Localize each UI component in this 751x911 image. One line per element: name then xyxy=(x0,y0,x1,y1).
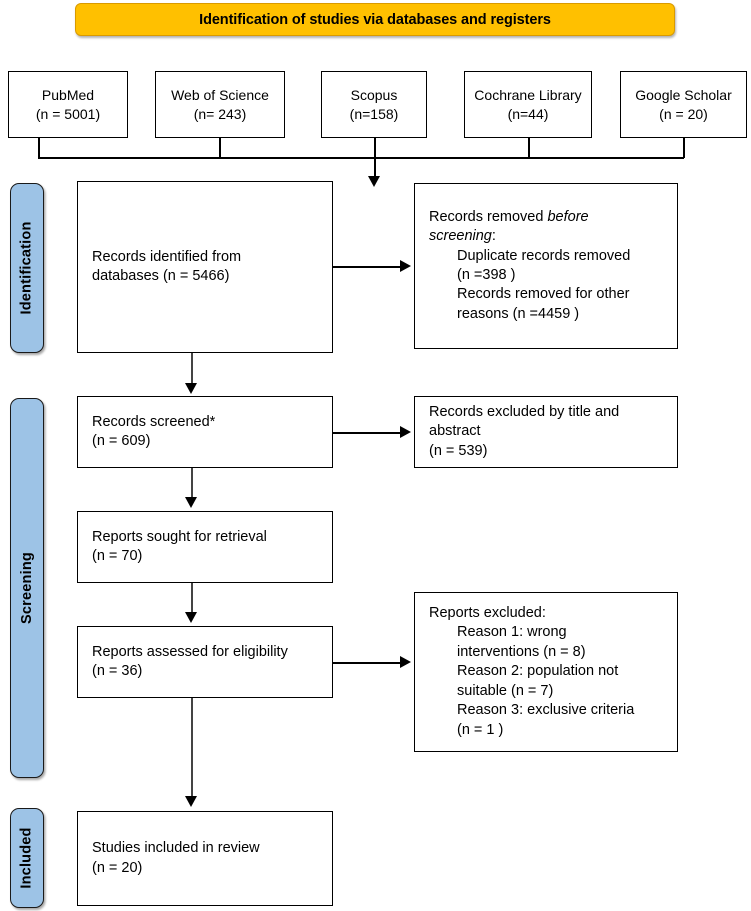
source-name: Scopus xyxy=(350,87,398,104)
box-line-emphasis: before xyxy=(547,208,589,225)
source-box-pubmed: PubMed (n = 5001) xyxy=(8,71,128,138)
box-line: (n = 539) xyxy=(429,442,488,459)
connector-assessed-to-included xyxy=(191,698,193,799)
source-count: (n=158) xyxy=(349,105,399,122)
source-name: Web of Science xyxy=(171,87,269,104)
source-box-google-scholar: Google Scholar (n = 20) xyxy=(620,71,747,138)
box-line: Records identified from xyxy=(92,248,242,265)
box-studies-included-review: Studies included in review (n = 20) xyxy=(77,811,333,906)
connector-stub-cochrane xyxy=(528,138,530,158)
connector-stub-web-of-science xyxy=(219,138,221,158)
box-line: Records screened* xyxy=(92,413,216,430)
box-line: (n = 70) xyxy=(92,548,143,564)
source-box-scopus: Scopus (n=158) xyxy=(321,71,427,138)
arrowhead-to-removed xyxy=(400,260,411,272)
box-line: Studies included in review xyxy=(92,840,260,857)
connector-identified-to-screened xyxy=(191,353,193,385)
box-line-text: : xyxy=(491,228,496,245)
box-line: interventions (n = 8) xyxy=(457,643,586,660)
box-line-emphasis: screening xyxy=(429,228,492,245)
arrowhead-to-reports-excluded xyxy=(400,656,411,668)
stage-label: Identification xyxy=(19,221,35,315)
box-line: (n = 20) xyxy=(92,859,143,876)
source-count: (n= 243) xyxy=(193,105,247,122)
box-line: (n = 36) xyxy=(92,663,143,679)
arrowhead-to-screened xyxy=(185,383,197,394)
diagram-title-text: Identification of studies via databases … xyxy=(199,11,551,28)
box-line-text: Records removed xyxy=(429,208,548,225)
connector-into-identified xyxy=(374,157,376,181)
box-line: Records excluded by title and xyxy=(429,403,620,420)
box-line: suitable (n = 7) xyxy=(457,682,554,699)
box-line: Reason 1: wrong xyxy=(457,624,567,641)
box-line: (n = 1 ) xyxy=(457,721,504,738)
box-line: screening: xyxy=(429,227,669,246)
connector-assessed-to-reports-excluded xyxy=(333,662,401,664)
box-line: databases (n = 5466) xyxy=(92,268,230,284)
source-box-web-of-science: Web of Science (n= 243) xyxy=(155,71,285,138)
box-line: Reason 2: population not xyxy=(457,663,619,680)
source-name: PubMed xyxy=(41,87,95,104)
box-line: (n =398 ) xyxy=(457,267,516,283)
box-records-removed-before-screening: Records removed before screening: Duplic… xyxy=(414,183,678,349)
box-reports-sought-retrieval: Reports sought for retrieval (n = 70) xyxy=(77,511,333,583)
connector-sought-to-assessed xyxy=(191,583,193,615)
box-reports-excluded: Reports excluded: Reason 1: wrong interv… xyxy=(414,592,678,752)
stage-pill-identification: Identification xyxy=(10,183,44,353)
box-records-identified: Records identified from databases (n = 5… xyxy=(77,181,333,353)
box-line: Records removed before xyxy=(429,208,669,227)
connector-stub-google-scholar xyxy=(683,138,685,158)
connector-screened-to-sought xyxy=(191,468,193,500)
stage-pill-screening: Screening xyxy=(10,398,44,778)
connector-screened-to-excluded xyxy=(333,432,401,434)
arrowhead-to-sought-retrieval xyxy=(185,497,197,508)
source-count: (n = 20) xyxy=(659,105,708,122)
arrowhead-into-identified xyxy=(368,176,380,187)
stage-label: Included xyxy=(19,827,35,889)
box-records-excluded-title-abstract: Records excluded by title and abstract (… xyxy=(414,396,678,468)
box-line: reasons (n =4459 ) xyxy=(457,305,580,322)
box-line: Records removed for other xyxy=(457,286,630,303)
diagram-title-banner: Identification of studies via databases … xyxy=(75,3,675,36)
source-name: Google Scholar xyxy=(635,87,732,104)
source-name: Cochrane Library xyxy=(474,87,582,104)
source-count: (n = 5001) xyxy=(35,105,101,122)
box-records-screened: Records screened* (n = 609) xyxy=(77,396,333,468)
box-line: Reports sought for retrieval xyxy=(92,528,267,545)
box-reports-assessed-eligibility: Reports assessed for eligibility (n = 36… xyxy=(77,626,333,698)
box-line: abstract xyxy=(429,423,481,440)
connector-stub-pubmed xyxy=(38,138,40,158)
source-box-cochrane-library: Cochrane Library (n=44) xyxy=(464,71,592,138)
stage-pill-included: Included xyxy=(10,808,44,908)
connector-collector-bar xyxy=(38,157,684,159)
connector-stub-scopus xyxy=(374,138,376,158)
connector-identified-to-removed xyxy=(333,266,401,268)
box-line: Reports assessed for eligibility xyxy=(92,643,288,660)
box-line: Duplicate records removed xyxy=(457,247,631,264)
arrowhead-to-assessed-eligibility xyxy=(185,612,197,623)
stage-label: Screening xyxy=(19,552,36,624)
box-line: Reason 3: exclusive criteria xyxy=(457,702,635,719)
box-line: (n = 609) xyxy=(92,433,151,449)
arrowhead-to-studies-included xyxy=(185,796,197,807)
box-line: Reports excluded: xyxy=(429,605,546,622)
source-count: (n=44) xyxy=(507,105,549,122)
arrowhead-to-excluded-title-abstract xyxy=(400,426,411,438)
